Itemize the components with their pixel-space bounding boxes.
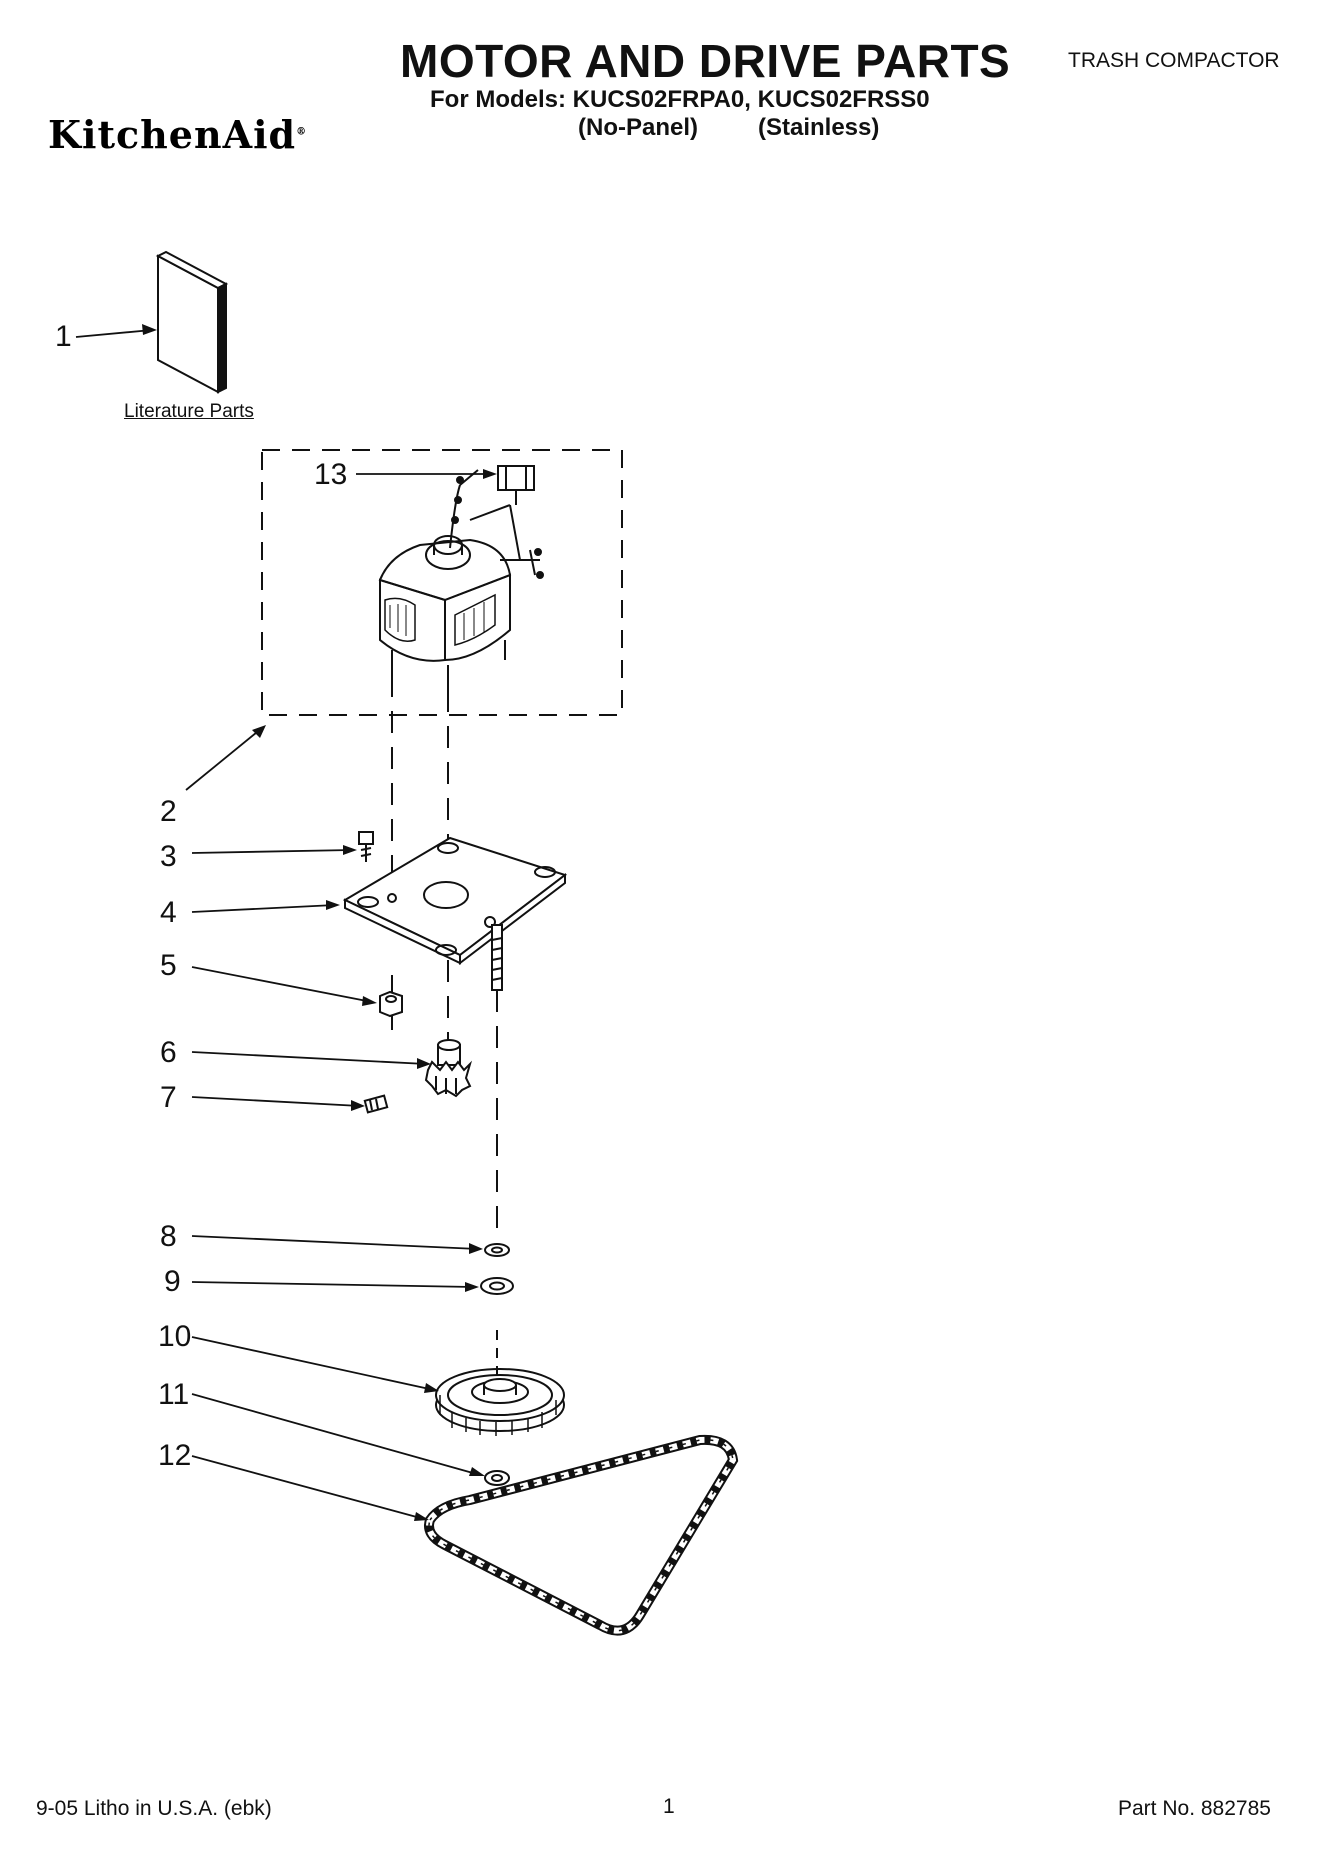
part-number: Part No. 882785	[1118, 1797, 1271, 1820]
callout-12: 12	[158, 1439, 192, 1472]
callout-3: 3	[160, 840, 177, 873]
motor-assembly-box	[261, 449, 623, 716]
models-line: For Models: KUCS02FRPA0, KUCS02FRSS0	[430, 86, 930, 113]
callout-1: 1	[55, 320, 72, 353]
brand-logo: KitchenAid®	[48, 116, 307, 154]
leader-arrowheads	[142, 324, 497, 1521]
mounting-plate-icon	[342, 836, 568, 966]
screw-icon	[358, 831, 374, 862]
retaining-ring-icon	[484, 1470, 510, 1486]
callout-8: 8	[160, 1220, 177, 1253]
callout-9: 9	[164, 1265, 181, 1298]
callout-6: 6	[160, 1036, 177, 1069]
motor-icon	[378, 469, 544, 690]
large-sprocket-icon	[435, 1330, 565, 1436]
motor-connector-icon	[497, 465, 535, 505]
stud-icon	[491, 924, 503, 991]
variant-no-panel: (No-Panel)	[578, 114, 698, 141]
print-info: 9-05 Litho in U.S.A. (ebk)	[36, 1797, 272, 1820]
drive-chain-icon	[424, 1434, 739, 1636]
callout-2: 2	[160, 795, 177, 828]
variant-stainless: (Stainless)	[758, 114, 880, 141]
washer-small-icon	[484, 1243, 510, 1257]
callout-10: 10	[158, 1320, 192, 1353]
brand-name: KitchenAid	[48, 112, 297, 157]
set-screw-icon	[363, 1094, 389, 1114]
literature-parts-label: Literature Parts	[124, 401, 254, 422]
nut-icon	[379, 990, 403, 1018]
page-title: MOTOR AND DRIVE PARTS	[400, 35, 1011, 87]
callout-4: 4	[160, 896, 177, 929]
washer-large-icon	[480, 1277, 514, 1295]
callout-5: 5	[160, 949, 177, 982]
callout-11: 11	[158, 1378, 190, 1411]
literature-booklet-icon	[155, 250, 229, 394]
brand-trademark: ®	[296, 126, 308, 138]
drive-sprocket-icon	[424, 1039, 473, 1098]
callout-13: 13	[314, 458, 348, 491]
product-type: TRASH COMPACTOR	[1068, 49, 1280, 72]
page-number: 1	[663, 1795, 675, 1818]
leader-lines	[75, 329, 492, 1520]
callout-7: 7	[160, 1081, 177, 1114]
